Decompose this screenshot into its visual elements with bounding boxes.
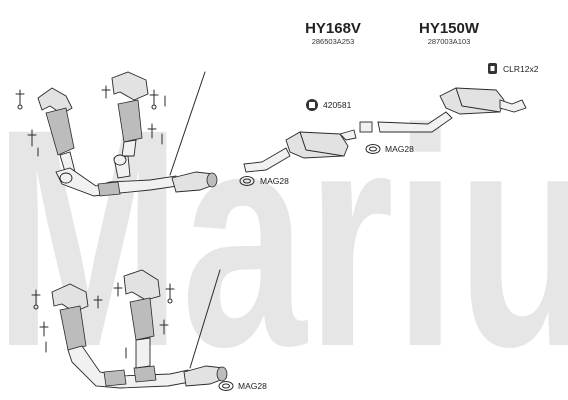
rear-silencer-hy150w — [359, 87, 527, 133]
gasket-front-upper-label: MAG28 — [260, 176, 289, 186]
mounting-kit-label: 420581 — [323, 100, 352, 110]
part-ref-hy150w: 287003A103 — [428, 37, 471, 46]
part-code-hy150w: HY150W — [419, 20, 480, 37]
front-pipe-assembly-lower — [31, 269, 228, 389]
front-pipe-assembly-upper — [15, 71, 218, 197]
gasket-front-upper-callout: MAG28 — [239, 176, 289, 186]
clamp-label: CLR12x2 — [503, 64, 539, 74]
gasket-mid-label: MAG28 — [385, 144, 414, 154]
gasket-front-lower-callout: MAG28 — [218, 381, 267, 391]
part-code-hy168v: HY168V — [305, 20, 361, 37]
clamp-callout: CLR12x2 — [488, 63, 539, 74]
part-ref-hy168v: 286503A253 — [312, 37, 355, 46]
gasket-front-lower-label: MAG28 — [238, 381, 267, 391]
gasket-mid-callout: MAG28 — [365, 144, 414, 154]
mounting-kit-callout: 420581 — [306, 99, 352, 111]
brand-watermark: Mariu — [0, 64, 568, 400]
centre-silencer-hy168v — [243, 129, 357, 173]
